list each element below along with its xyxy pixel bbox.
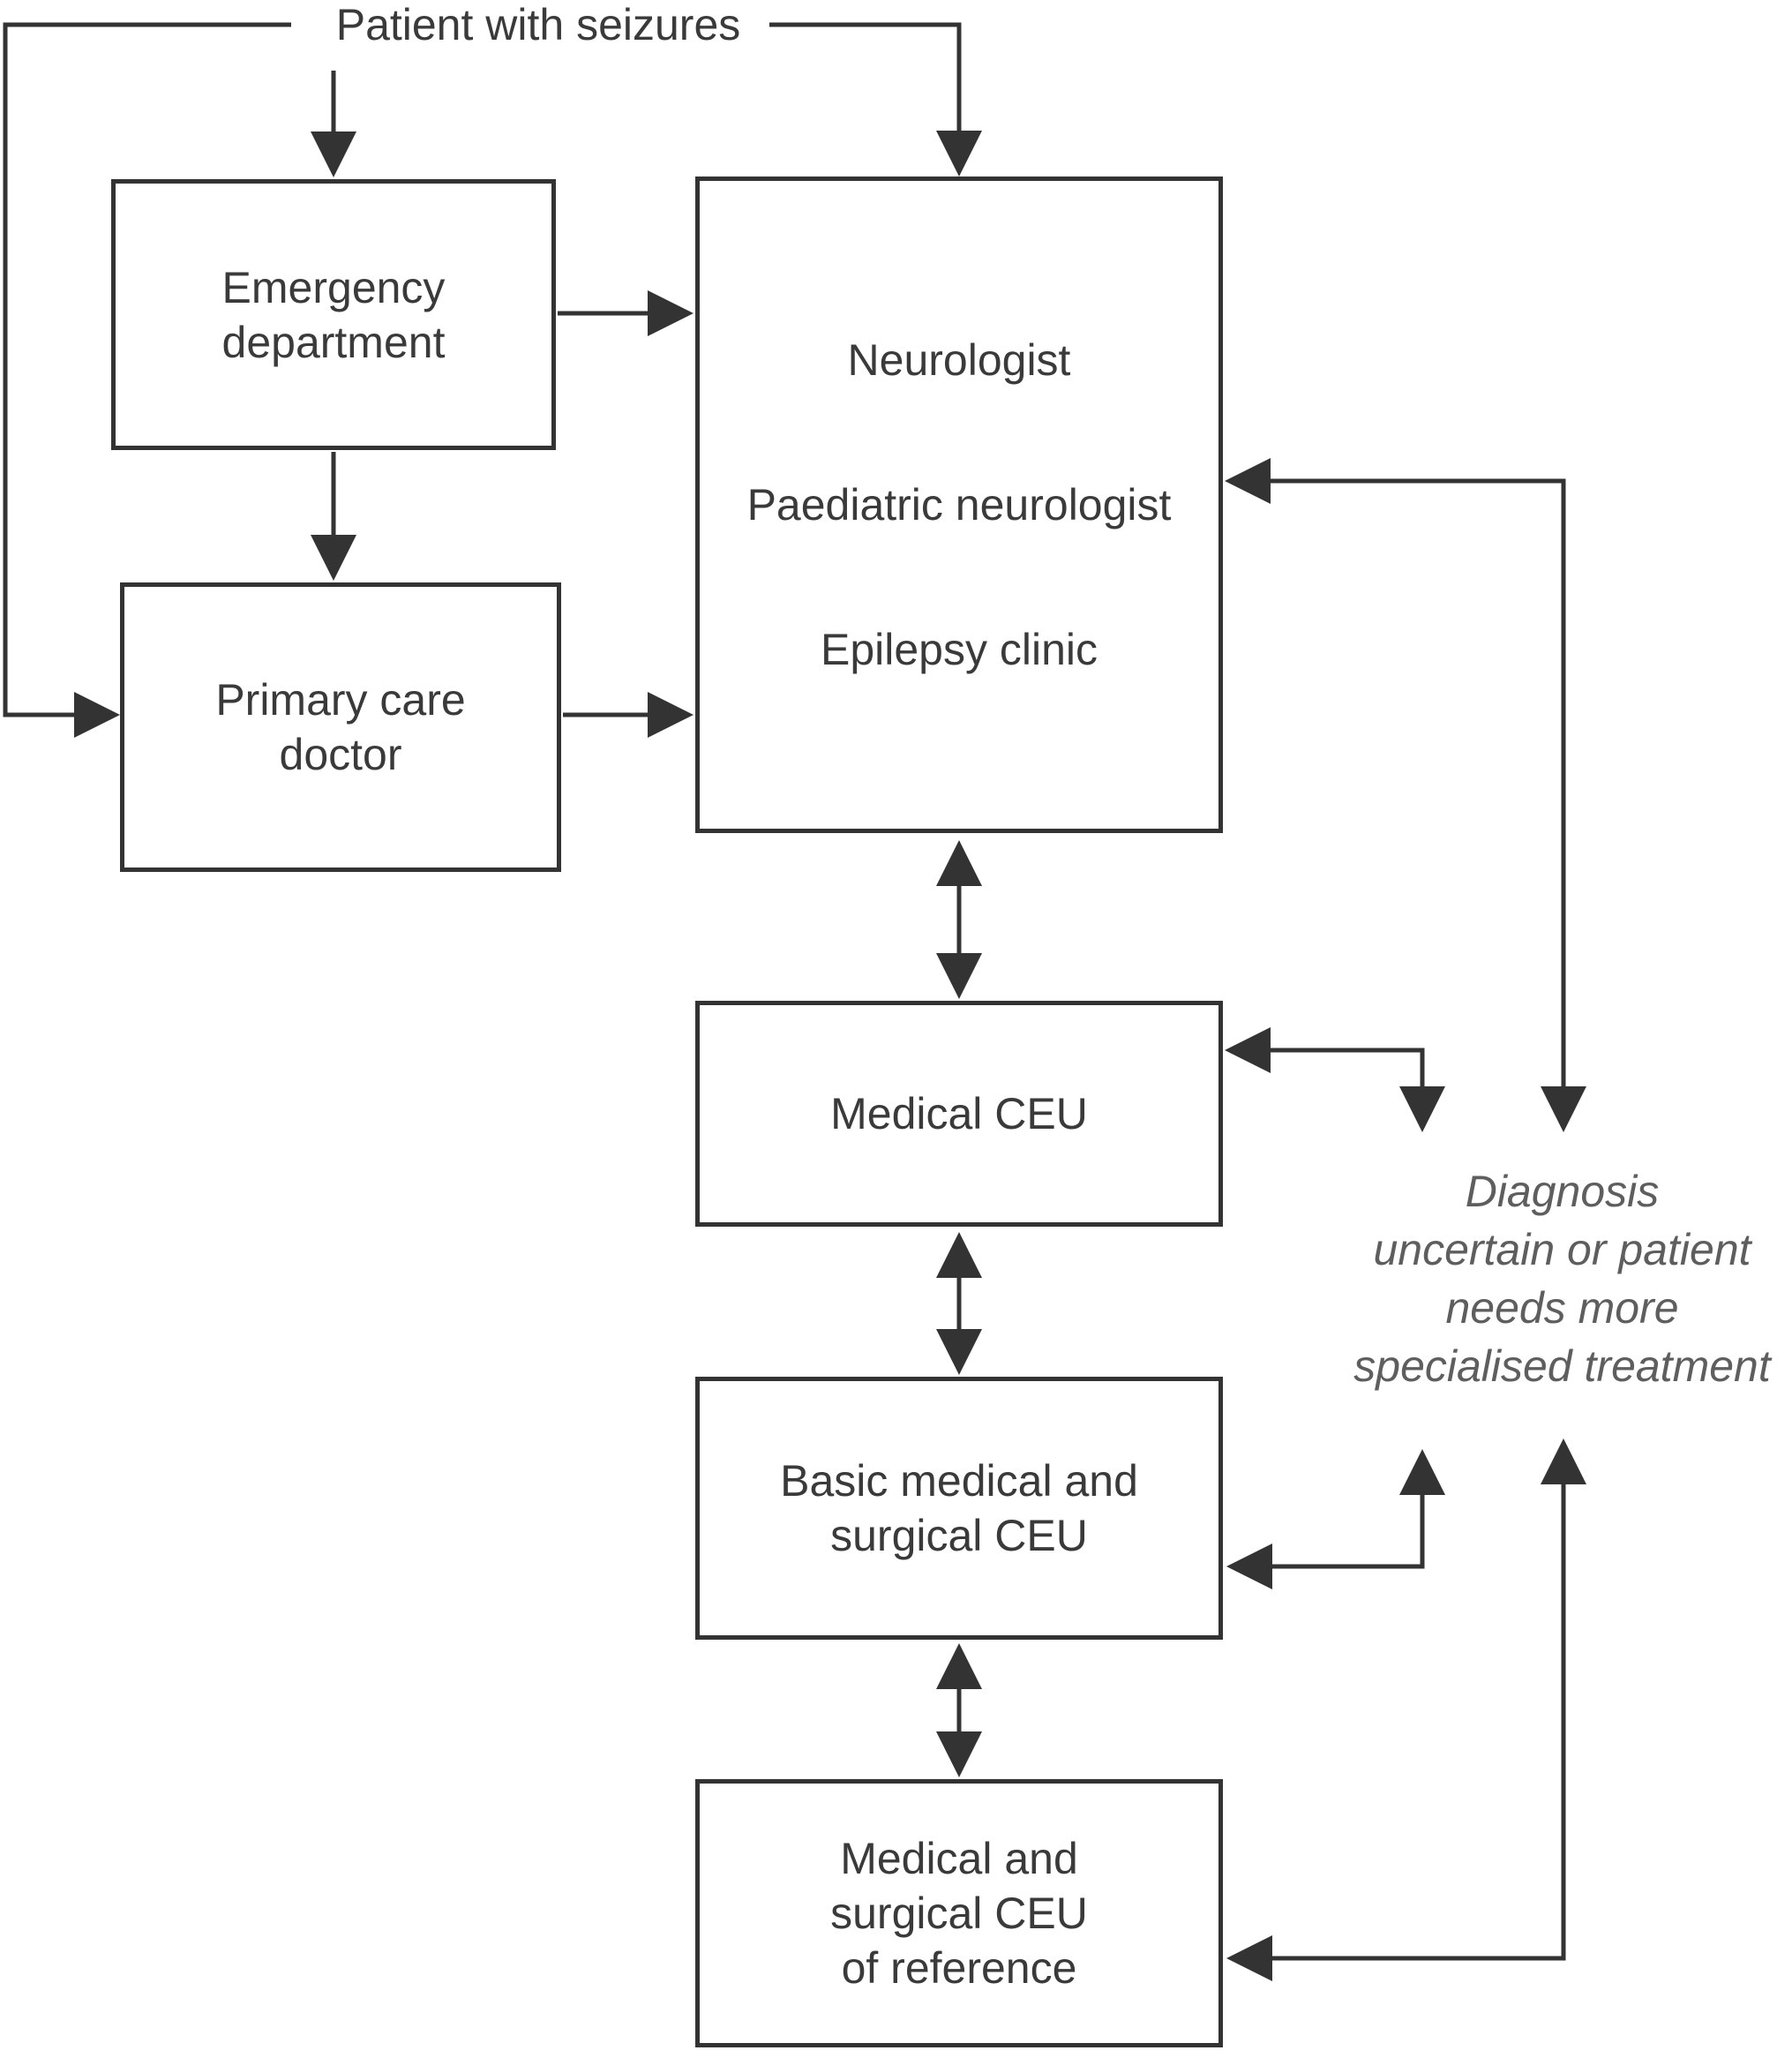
arrowhead-right-icon xyxy=(648,692,694,738)
arrow-primary-care-to-specialists xyxy=(563,692,694,738)
arrowhead-left-icon xyxy=(1226,1935,1272,1981)
box-emergency-department-label: Emergency department xyxy=(221,262,446,367)
box-specialists-label: Neurologist Paediatric neurologist Epile… xyxy=(746,335,1172,674)
arrowhead-up-icon xyxy=(936,1232,982,1278)
arrowhead-down-icon xyxy=(1399,1086,1445,1132)
box-medical-ceu: Medical CEU xyxy=(695,1001,1223,1227)
box-primary-care-doctor-label: Primary care doctor xyxy=(215,675,466,779)
arrow-patient-to-emergency xyxy=(311,71,356,177)
arrowhead-down-icon xyxy=(1541,1086,1586,1132)
annotation-diagnosis-note: Diagnosis uncertain or patient needs mor… xyxy=(1353,1167,1771,1391)
box-medical-surgical-ceu-of-reference: Medical and surgical CEU of reference xyxy=(695,1779,1223,2047)
arrowhead-right-icon xyxy=(74,692,120,738)
arrowhead-left-icon xyxy=(1226,1544,1272,1589)
arrowhead-down-icon xyxy=(311,131,356,177)
arrowhead-down-icon xyxy=(936,953,982,999)
double-arrow-medical-ceu-diagnosis-note xyxy=(1225,1027,1445,1132)
box-medical-surgical-ceu-of-reference-label: Medical and surgical CEU of reference xyxy=(830,1834,1088,1993)
arrowhead-up-icon xyxy=(936,1643,982,1689)
box-primary-care-doctor: Primary care doctor xyxy=(120,582,561,872)
arrowhead-up-icon xyxy=(1399,1449,1445,1495)
box-specialists: Neurologist Paediatric neurologist Epile… xyxy=(695,177,1223,833)
arrow-patient-to-primary-care xyxy=(3,22,291,738)
double-arrow-specialists-medical-ceu xyxy=(936,840,982,999)
arrow-emergency-to-primary-care xyxy=(311,452,356,581)
arrowhead-down-icon xyxy=(936,131,982,177)
page-title: Patient with seizures xyxy=(335,0,741,49)
arrowhead-down-icon xyxy=(311,535,356,581)
box-medical-ceu-label: Medical CEU xyxy=(830,1089,1088,1138)
double-arrow-basic-ceu-reference-ceu xyxy=(936,1643,982,1777)
box-basic-medical-surgical-ceu-label: Basic medical and surgical CEU xyxy=(780,1456,1138,1560)
arrowhead-down-icon xyxy=(936,1731,982,1777)
box-basic-medical-surgical-ceu: Basic medical and surgical CEU xyxy=(695,1377,1223,1640)
arrow-emergency-to-specialists xyxy=(558,290,694,336)
arrow-patient-to-specialists xyxy=(769,22,982,177)
arrowhead-up-icon xyxy=(1541,1438,1586,1484)
arrowhead-left-icon xyxy=(1225,458,1271,504)
arrowhead-right-icon xyxy=(648,290,694,336)
double-arrow-specialists-diagnosis-note xyxy=(1225,458,1586,1132)
double-arrow-basic-ceu-diagnosis-note xyxy=(1226,1449,1445,1589)
double-arrow-reference-ceu-diagnosis-note xyxy=(1226,1438,1586,1981)
box-emergency-department: Emergency department xyxy=(111,179,556,450)
double-arrow-medical-ceu-basic-ceu xyxy=(936,1232,982,1375)
arrowhead-left-icon xyxy=(1225,1027,1271,1073)
arrowhead-down-icon xyxy=(936,1329,982,1375)
arrowhead-up-icon xyxy=(936,840,982,886)
